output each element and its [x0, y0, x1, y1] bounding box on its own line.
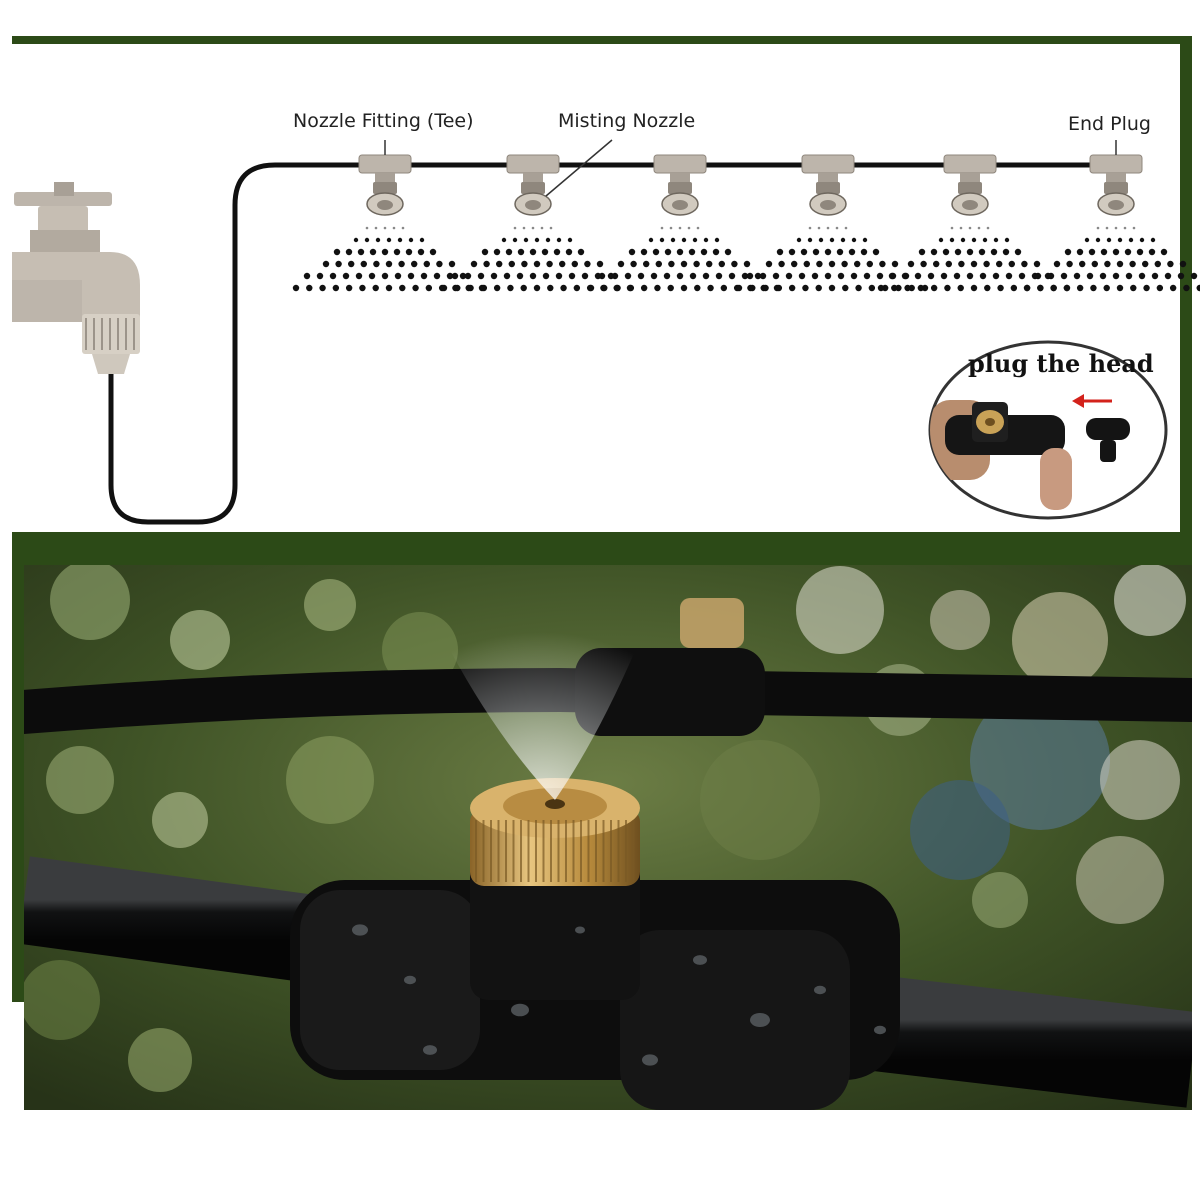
end-plug	[1023, 154, 1200, 292]
nozzle-fitting-tee	[877, 154, 1071, 292]
mist-spray-icon	[420, 590, 660, 800]
pipe-line	[108, 162, 1140, 525]
nozzle-fittings	[292, 154, 1200, 292]
misting-nozzle	[1097, 182, 1135, 216]
spray-pattern	[1023, 226, 1200, 292]
leader-line-nozzle	[545, 139, 613, 197]
frame-top-border	[12, 36, 1192, 44]
water-droplets	[352, 924, 886, 1066]
misting-nozzle	[951, 182, 989, 216]
frame-left-border	[12, 532, 24, 1002]
nozzle-fitting-tee	[735, 154, 929, 292]
spray-pattern	[587, 226, 781, 292]
label-misting-nozzle: Misting Nozzle	[558, 110, 695, 132]
nozzle-fitting-tee	[587, 154, 781, 292]
thumb	[1040, 448, 1072, 510]
spray-pattern	[292, 226, 486, 292]
misting-nozzle	[809, 182, 847, 216]
bokeh-background	[24, 565, 1186, 1092]
frame-divider-band	[12, 532, 1192, 566]
nozzle-fitting-tee	[292, 154, 486, 292]
nozzle-fitting-tee	[440, 154, 634, 292]
misting-nozzle	[661, 182, 699, 216]
red-arrow-icon	[1072, 394, 1112, 408]
plug-inset: plug the head	[928, 340, 1168, 520]
label-end-plug: End Plug	[1068, 113, 1151, 135]
foreground-pipe-right	[844, 972, 1192, 1108]
foreground-pipe-left	[24, 856, 326, 984]
product-photo	[24, 565, 1192, 1110]
end-plug-piece	[1086, 418, 1130, 440]
misting-nozzle	[514, 182, 552, 216]
spray-pattern	[877, 226, 1071, 292]
label-nozzle-fitting: Nozzle Fitting (Tee)	[293, 110, 474, 132]
spray-pattern	[440, 226, 634, 292]
frame-right-border	[1180, 36, 1192, 566]
spray-pattern	[735, 226, 929, 292]
faucet-icon	[12, 182, 140, 374]
misting-nozzle	[366, 182, 404, 216]
label-plug-the-head: plug the head	[968, 349, 1154, 378]
brass-misting-nozzle	[470, 778, 640, 886]
background-brass-nozzle	[680, 598, 744, 648]
